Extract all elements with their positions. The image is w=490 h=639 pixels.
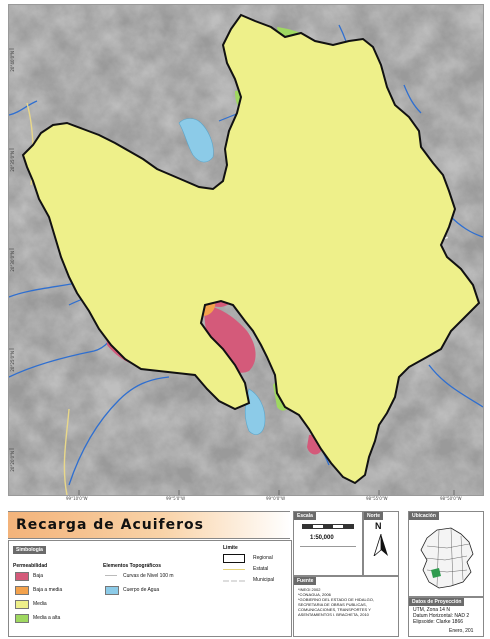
- location-heading: Ubicación: [409, 512, 439, 520]
- swatch-media-alta: [15, 614, 29, 623]
- contour-line-symbol: [105, 575, 117, 576]
- label-regional: Regional: [253, 555, 273, 561]
- label-contours: Curvas de Nivel 100 m: [123, 573, 174, 579]
- scale-heading: Escala: [294, 512, 316, 520]
- title-bar: Recarga de Acuiferos: [8, 511, 290, 539]
- lon-label: 99°0'0"W: [266, 496, 286, 501]
- label-water: Cuerpo de Agua: [123, 587, 160, 593]
- source-line: *CONAGUA, 2006: [298, 592, 331, 597]
- scale-value: 1:50,000: [310, 535, 334, 541]
- projection-line: UTM, Zona 14 N: [413, 607, 450, 613]
- label-baja: Baja: [33, 573, 44, 579]
- swatch-water: [105, 586, 119, 595]
- north-heading: Norte: [364, 512, 384, 520]
- estatal-symbol: [223, 569, 245, 570]
- lat-label: 20°20'0"N: [10, 451, 15, 472]
- lat-label: 20°30'0"N: [10, 251, 15, 272]
- regional-symbol: [223, 554, 245, 563]
- label-estatal: Estatal: [253, 566, 269, 572]
- north-arrow-icon: [373, 534, 388, 556]
- source-heading: Fuente: [294, 577, 317, 585]
- lon-label: 99°5'0"W: [166, 496, 186, 501]
- lat-label: 20°25'0"N: [10, 351, 15, 372]
- lat-label: 20°35'0"N: [10, 151, 15, 172]
- scale-bar: [302, 524, 354, 529]
- permeability-heading: Permeabilidad: [13, 563, 48, 569]
- lon-label: 98°55'0"W: [366, 496, 388, 501]
- map-canvas: [9, 5, 483, 495]
- lon-label: 99°10'0"W: [66, 496, 88, 501]
- lat-label: 20°40'0"N: [10, 51, 15, 72]
- location-panel: Ubicación: [408, 511, 484, 597]
- label-media-alta: Media a alta: [33, 615, 61, 621]
- source-line: COMUNICACIONES, TRANSPORTES Y: [298, 607, 371, 612]
- swatch-baja: [15, 572, 29, 581]
- projection-line: Datum Horizontal: NAD 2: [413, 613, 470, 619]
- source-line: *INEGI 2002: [298, 587, 321, 592]
- legend-heading: Simbología: [13, 546, 46, 554]
- source-line: ASENTAMIENTOS I. BRACHETA, 2010: [298, 612, 369, 617]
- source-panel: Fuente *INEGI 2002 *CONAGUA, 2006 *GOBIE…: [293, 576, 399, 637]
- north-panel: Norte N: [363, 511, 399, 576]
- map-frame: 20°40'0"N 20°35'0"N 20°30'0"N 20°25'0"N …: [8, 4, 484, 496]
- scale-panel: Escala 1:50,000: [293, 511, 363, 576]
- limit-heading: Limite: [223, 545, 238, 551]
- swatch-baja-media: [15, 586, 29, 595]
- label-municipal: Municipal: [253, 577, 275, 583]
- swatch-media: [15, 600, 29, 609]
- projection-line: Elipsoide: Clarke 1866: [413, 619, 464, 625]
- projection-heading: Datos de Proyección: [409, 598, 465, 606]
- projection-date: Enero, 201: [449, 628, 474, 634]
- lon-label: 98°50'0"W: [440, 496, 462, 501]
- municipal-symbol: [223, 580, 245, 582]
- legend-panel: Simbología Permeabilidad Baja Baja a med…: [8, 540, 292, 637]
- north-letter: N: [375, 521, 382, 531]
- map-title: Recarga de Acuiferos: [16, 517, 204, 533]
- longitude-labels: 99°10'0"W 99°5'0"W 99°0'0"W 98°55'0"W 98…: [8, 496, 482, 504]
- label-media: Media: [33, 601, 47, 607]
- projection-panel: Datos de Proyección UTM, Zona 14 N Datum…: [408, 597, 484, 637]
- map-graticule-ticks: [9, 48, 455, 495]
- topographic-heading: Elementos Topográficos: [103, 563, 161, 569]
- location-map-icon: [420, 527, 474, 589]
- source-line: SECRETARIA DE OBRAS PUBLICAS,: [298, 602, 367, 607]
- label-baja-media: Baja a media: [33, 587, 63, 593]
- scale-divider: [300, 546, 356, 547]
- source-line: *GOBIERNO DEL ESTADO DE HIDALGO,: [298, 597, 375, 602]
